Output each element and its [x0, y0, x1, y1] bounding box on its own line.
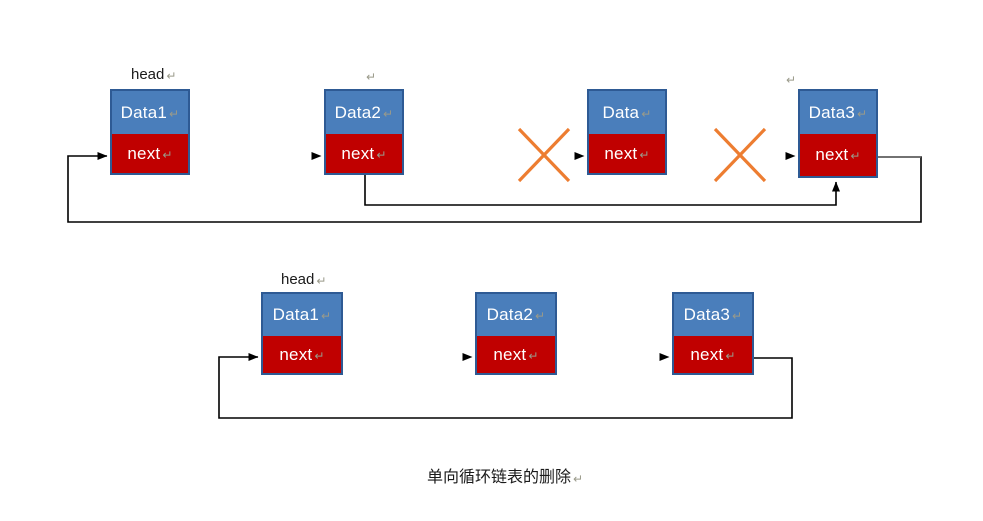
node2-data3-next-cell: next↵: [674, 336, 752, 373]
pilcrow-icon: ↵: [321, 309, 332, 323]
node-data-deleted-data-cell: Data↵: [589, 91, 665, 134]
stray-pilcrow-icon-2: ↵: [786, 73, 797, 87]
pilcrow-icon: ↵: [166, 69, 177, 83]
pilcrow-icon: ↵: [314, 348, 325, 363]
pilcrow-icon: ↵: [169, 106, 180, 121]
node-data2-next-cell: next↵: [326, 134, 402, 173]
figure-caption: 单向循环链表的删除↵: [427, 469, 584, 486]
node2-data2-next-cell: next↵: [477, 336, 555, 373]
head-label-top: head↵: [131, 66, 177, 83]
node2-data3-data-cell: Data3↵: [674, 294, 752, 336]
node-data-deleted-next-cell: next↵: [589, 134, 665, 173]
pilcrow-icon: ↵: [639, 147, 650, 162]
delete-mark-1-icon: [517, 127, 571, 183]
node2-data1-next-cell: next↵: [263, 336, 341, 373]
node-data-deleted[interactable]: Data↵ next↵: [587, 89, 667, 175]
node2-data1-data-cell: Data1↵: [263, 294, 341, 336]
node-data2-data-cell: Data2↵: [326, 91, 402, 134]
node2-data2[interactable]: Data2↵ next↵: [475, 292, 557, 375]
node-data1[interactable]: Data1↵ next↵: [110, 89, 190, 175]
pilcrow-icon: ↵: [376, 147, 387, 162]
pilcrow-icon: ↵: [535, 309, 546, 323]
node-data3-data-cell: Data3↵: [800, 91, 876, 134]
node-data1-data-cell: Data1↵: [112, 91, 188, 134]
connector-top-circular-loop: [67, 152, 922, 223]
pilcrow-icon: ↵: [850, 149, 861, 163]
node-data2[interactable]: Data2↵ next↵: [324, 89, 404, 175]
pilcrow-icon: ↵: [857, 106, 868, 121]
node-data3[interactable]: Data3↵ next↵: [798, 89, 878, 178]
node2-data3[interactable]: Data3↵ next↵: [672, 292, 754, 375]
connector-bypass-data2-to-data3: [364, 175, 840, 206]
node-data1-next-cell: next↵: [112, 134, 188, 173]
node2-data1[interactable]: Data1↵ next↵: [261, 292, 343, 375]
delete-mark-2-icon: [713, 127, 767, 183]
pilcrow-icon: ↵: [162, 147, 173, 162]
pilcrow-icon: ↵: [641, 106, 652, 121]
node-data3-next-cell: next↵: [800, 134, 876, 176]
pilcrow-icon: ↵: [573, 472, 584, 486]
stray-pilcrow-icon-1: ↵: [366, 70, 377, 84]
pilcrow-icon: ↵: [732, 309, 743, 323]
pilcrow-icon: ↵: [725, 348, 736, 363]
pilcrow-icon: ↵: [383, 106, 394, 121]
pilcrow-icon: ↵: [316, 274, 327, 288]
head-label-bottom: head↵: [281, 271, 327, 288]
node2-data2-data-cell: Data2↵: [477, 294, 555, 336]
pilcrow-icon: ↵: [528, 348, 539, 363]
